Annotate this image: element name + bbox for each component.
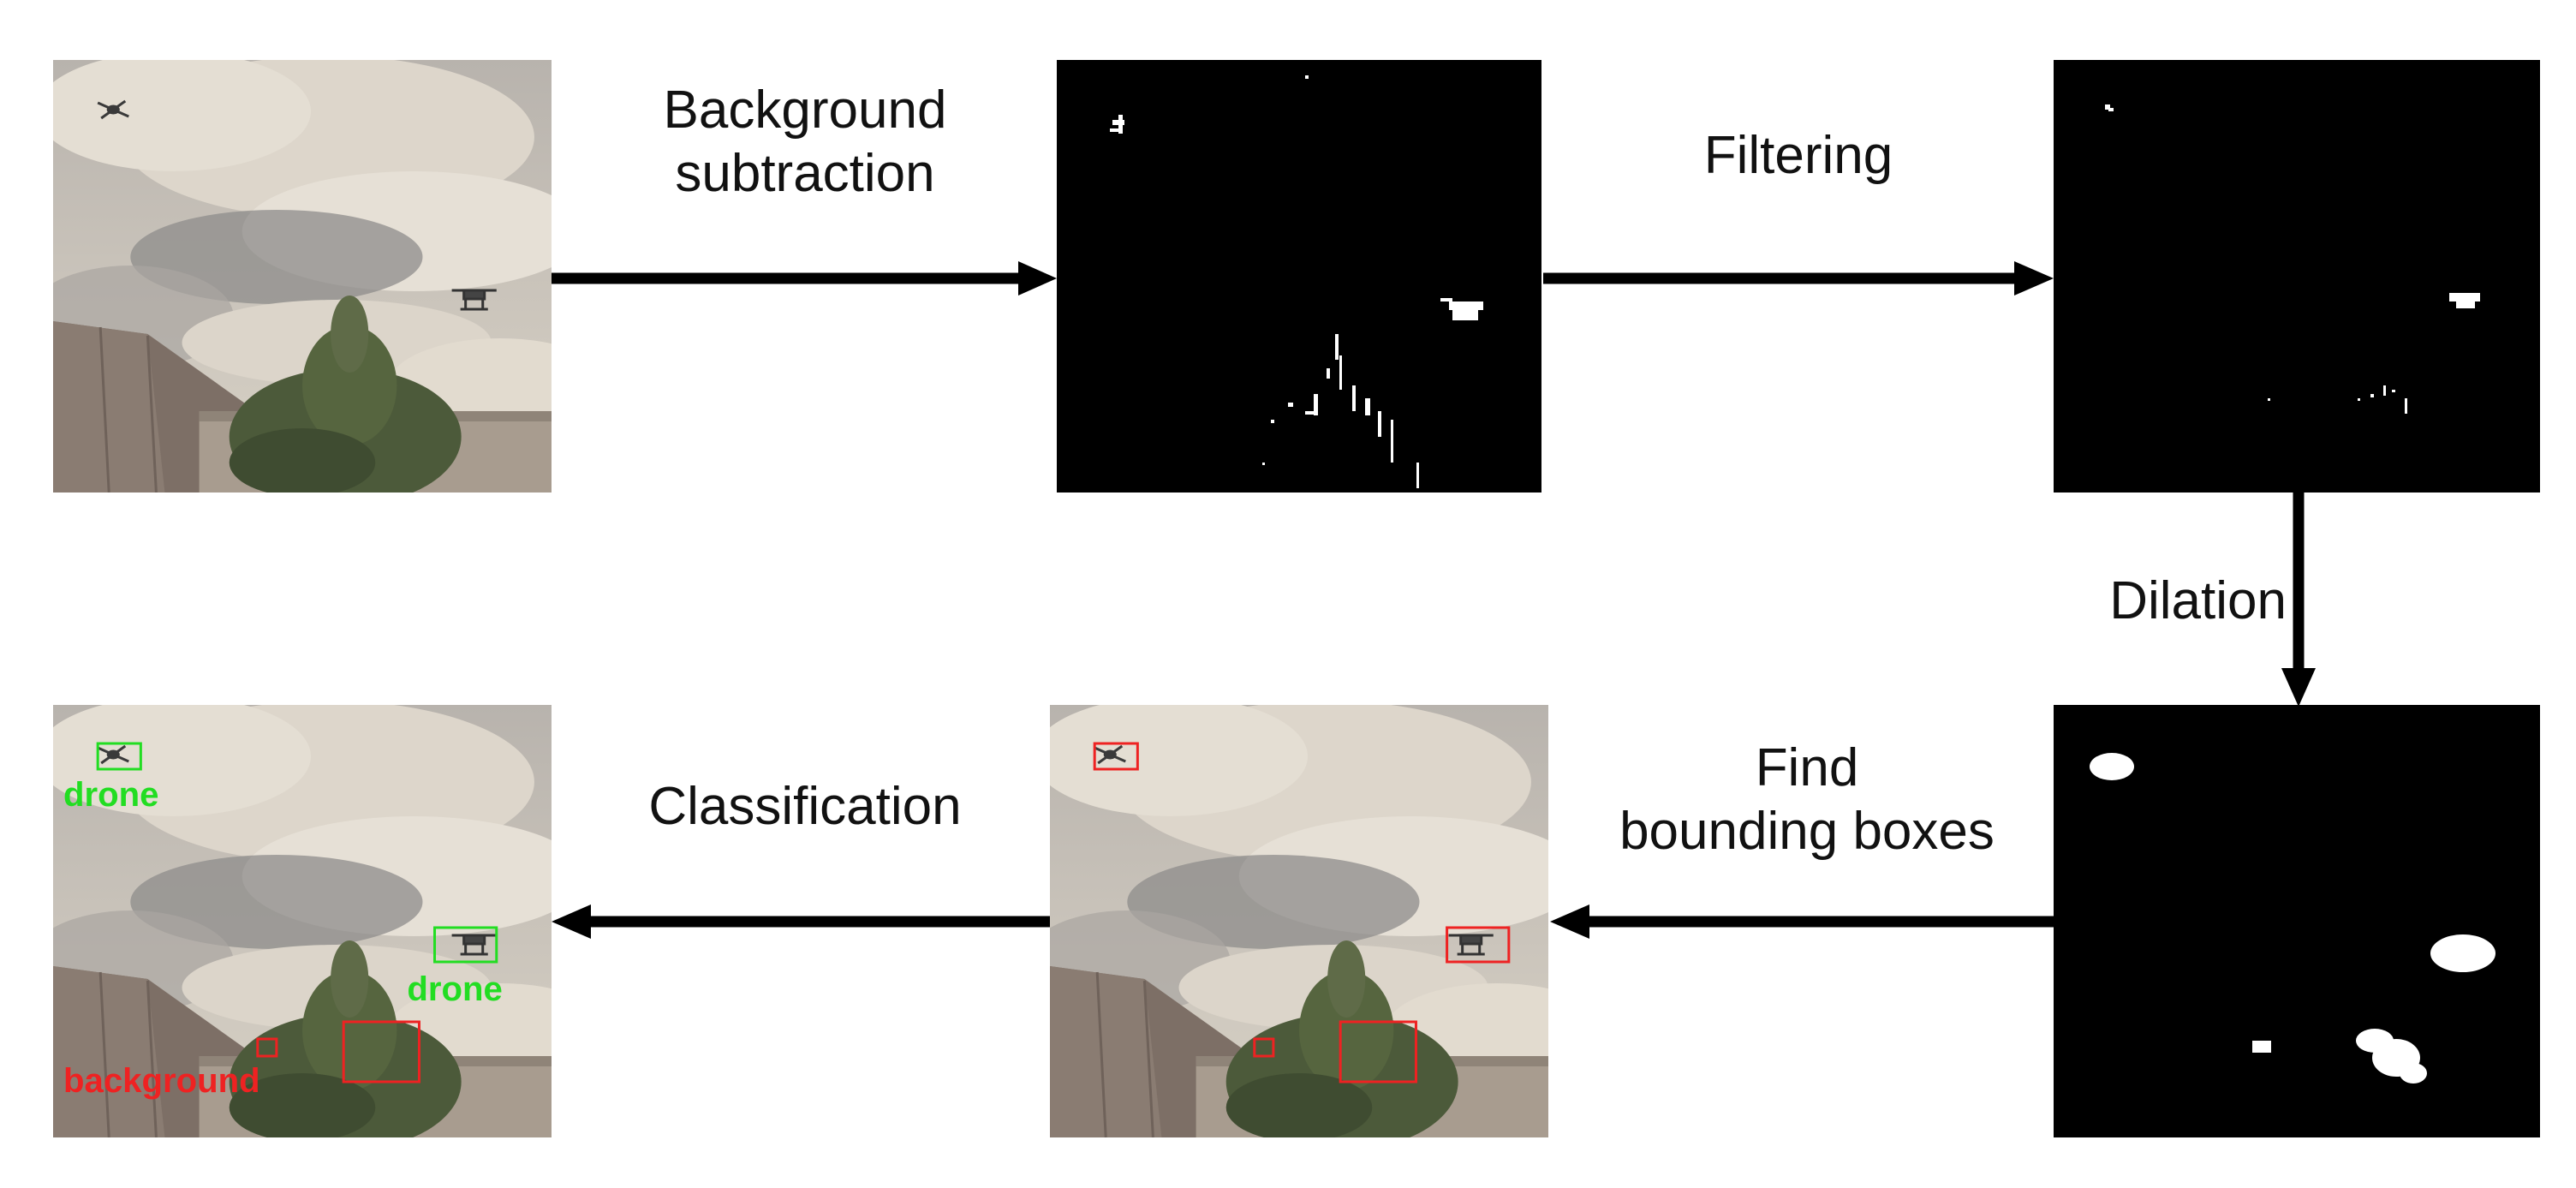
tag-drone-top: drone: [63, 776, 158, 814]
input-frame-image: [53, 60, 552, 493]
drone-box-top: [96, 742, 142, 771]
boxed-frame-image: [1050, 705, 1548, 1137]
classified-frame-image: drone drone background: [53, 705, 552, 1137]
step-label-dilation: Dilation: [2109, 571, 2287, 630]
step-label-classification: Classification: [648, 777, 962, 836]
arrow-classification: [552, 904, 1050, 939]
arrow-filtering: [1543, 261, 2054, 296]
tag-drone-right: drone: [407, 970, 502, 1008]
step-label-find-bounding-boxes: Find bounding boxes: [1619, 738, 1995, 862]
filtered-mask-image: [2054, 60, 2540, 493]
arrow-find-bounding-boxes: [1550, 904, 2054, 939]
step-label-background-subtraction: Background subtraction: [663, 81, 947, 204]
step-label-filtering: Filtering: [1703, 126, 1893, 185]
dilated-mask-image: [2054, 705, 2540, 1137]
arrow-background-subtraction: [552, 261, 1057, 296]
arrow-dilation: [2281, 493, 2316, 707]
foreground-mask-image: [1057, 60, 1541, 493]
background-box-small: [256, 1037, 278, 1058]
tag-background: background: [63, 1062, 260, 1100]
drone-box-right: [433, 926, 498, 964]
background-box-large: [342, 1020, 420, 1084]
